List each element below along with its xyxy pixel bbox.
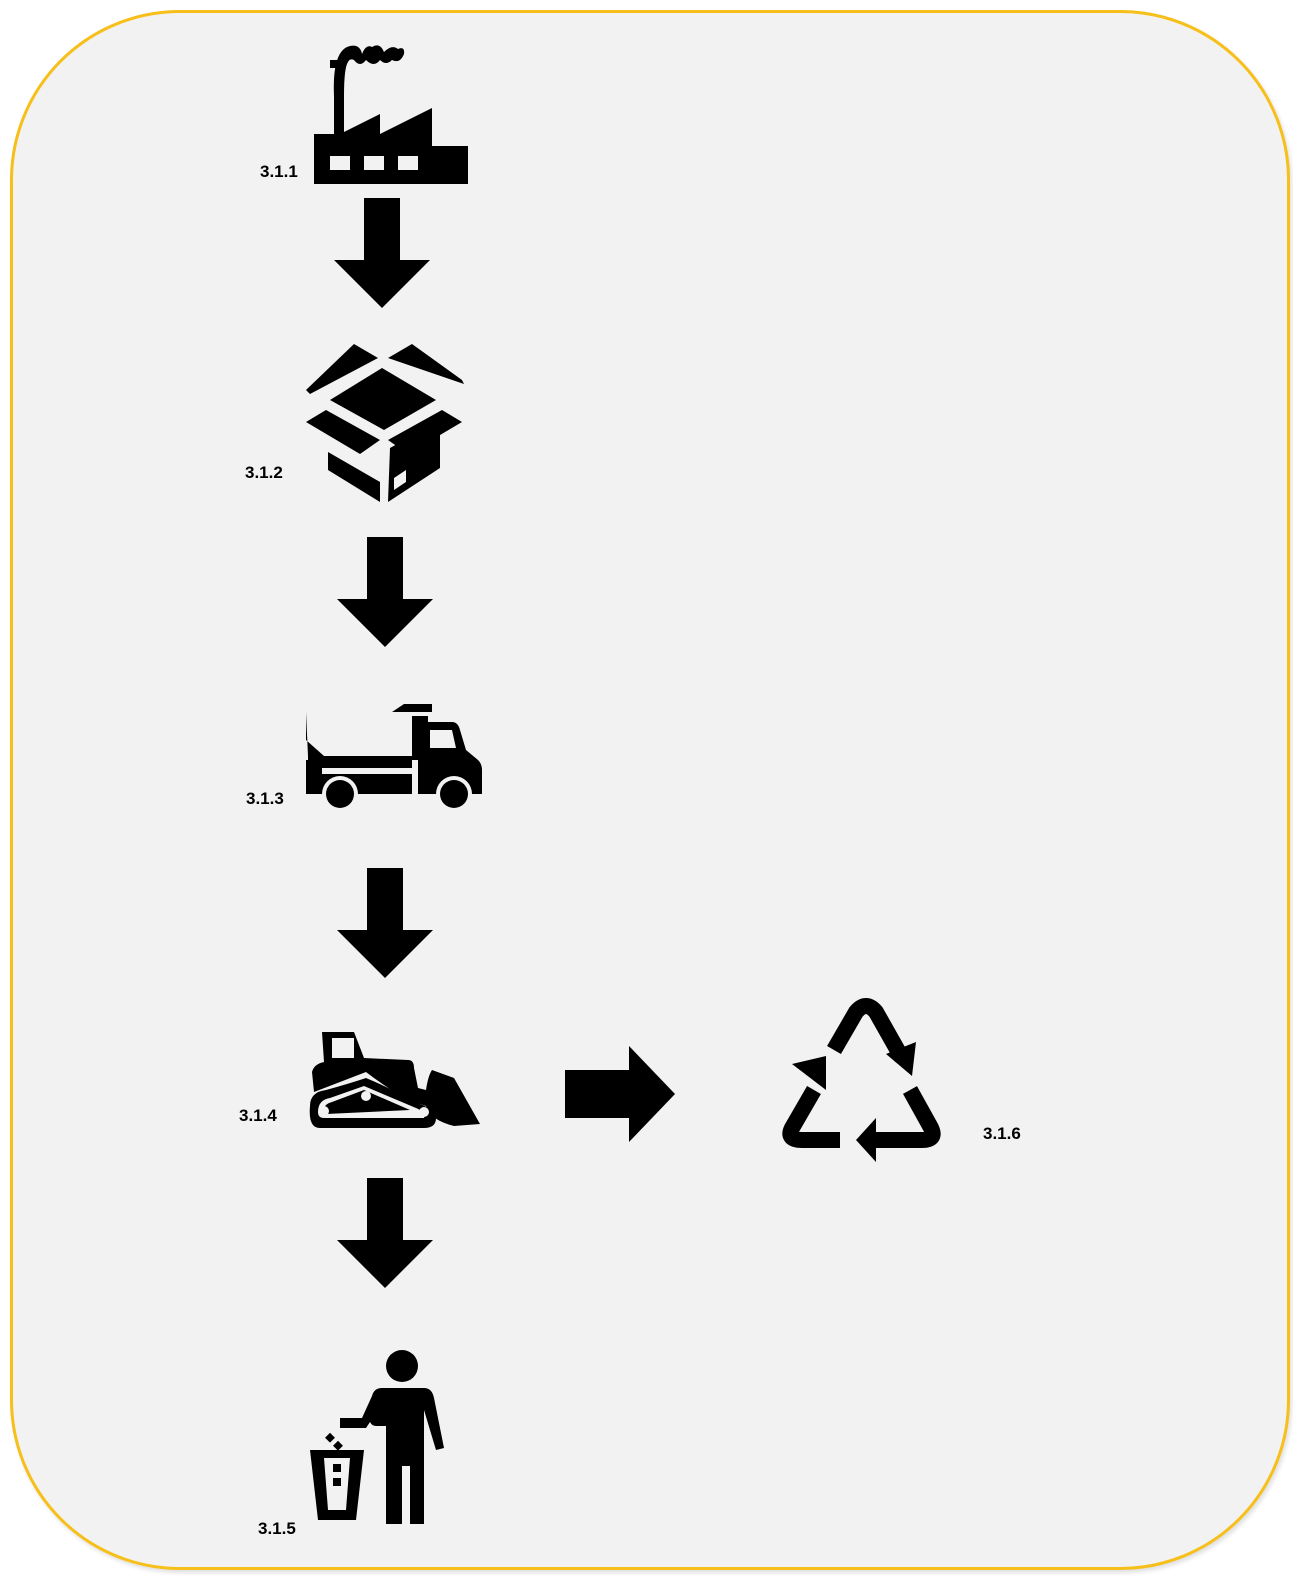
diagram-panel — [10, 10, 1290, 1570]
factory-icon — [314, 45, 468, 184]
arrow-down-icon — [334, 198, 430, 308]
arrow-down-icon — [337, 537, 433, 647]
arrow-down-icon — [337, 1178, 433, 1288]
recycle-icon — [782, 998, 941, 1162]
person-trash-icon — [310, 1350, 444, 1524]
arrow-right-icon — [565, 1046, 675, 1142]
step-label-3-1-3: 3.1.3 — [246, 789, 284, 808]
step-label-3-1-6: 3.1.6 — [983, 1124, 1021, 1143]
step-label-3-1-1: 3.1.1 — [260, 162, 298, 181]
step-label-3-1-4: 3.1.4 — [239, 1106, 277, 1125]
step-label-3-1-5: 3.1.5 — [258, 1519, 296, 1538]
dump-truck-icon — [306, 704, 482, 812]
arrow-down-icon — [337, 868, 433, 978]
step-label-3-1-2: 3.1.2 — [245, 463, 283, 482]
bulldozer-icon — [309, 1032, 480, 1128]
open-box-icon — [306, 344, 464, 502]
